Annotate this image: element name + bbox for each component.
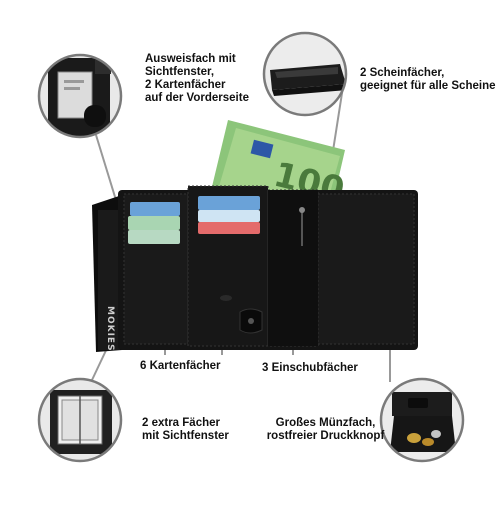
brand-label: MOKIES <box>105 306 115 352</box>
wallet-left-panel: MOKIES <box>92 195 122 352</box>
callout-bill-compartments: 2 Scheinfächer, geeignet für alle Schein… <box>360 67 496 92</box>
detail-circle-id-window <box>37 53 123 139</box>
card-green-left-2 <box>128 230 180 244</box>
callout-card-slots: 6 Kartenfächer <box>140 360 221 372</box>
detail-circle-bill-compartments <box>262 31 348 117</box>
callout-extra-compartments: 2 extra Fächer mit Sichtfenster <box>142 417 229 442</box>
callout-coin-pocket: Großes Münzfach, rostfreier Druckknopf <box>266 417 385 442</box>
detail-circle-coin-pocket <box>379 377 465 463</box>
detail-circle-extra-compartments <box>37 377 123 463</box>
card-red-center <box>198 222 260 234</box>
callout-slip-pockets: 3 Einschubfächer <box>262 362 358 374</box>
callout-id-window: Ausweisfach mit Sichtfenster, 2 Kartenfä… <box>145 53 249 104</box>
card-blue-center <box>198 196 260 210</box>
card-green-left-1 <box>128 216 180 230</box>
card-blue-left <box>130 202 180 216</box>
card-lightblue-center <box>198 210 260 222</box>
card-slots <box>128 196 260 244</box>
